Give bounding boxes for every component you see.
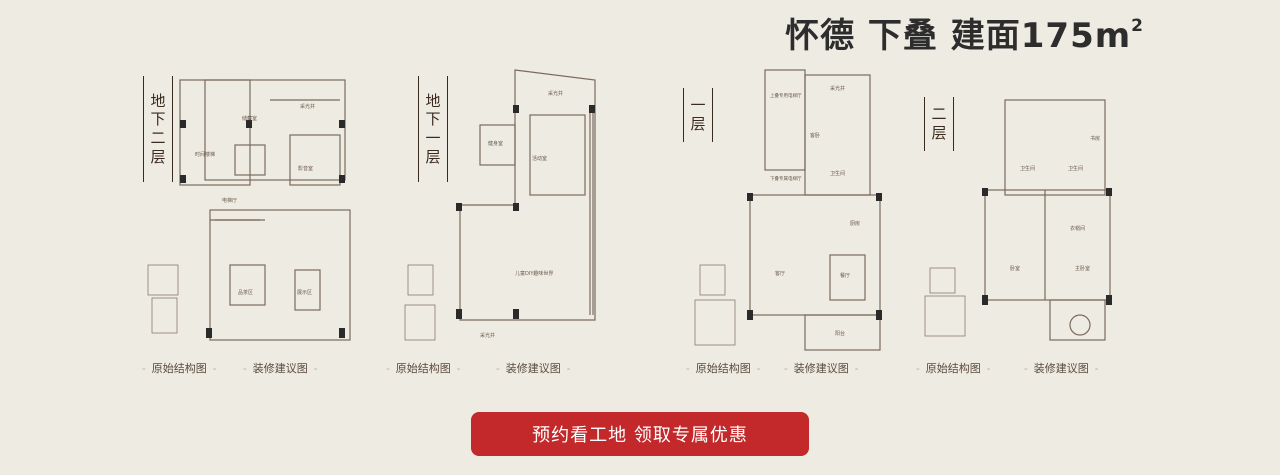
room-label: 卫生间 xyxy=(830,170,845,177)
room-label: 采光井 xyxy=(548,90,563,97)
room-label: 餐厅 xyxy=(840,272,850,279)
caption-original-f1: -原始结构图- xyxy=(686,362,761,375)
room-label: 阳台 xyxy=(835,330,845,337)
room-label: 时间楼梯 xyxy=(195,151,215,158)
room-label: 采光井 xyxy=(480,332,495,339)
room-label: 卫生间 xyxy=(1020,165,1035,172)
room-label: 厨房 xyxy=(850,220,860,227)
caption-original-f2: -原始结构图- xyxy=(916,362,991,375)
room-label: 下叠专属电梯厅 xyxy=(770,175,802,182)
caption-proposal-b1: -装修建议图- xyxy=(496,362,571,375)
room-label: 品茶区 xyxy=(238,289,253,296)
caption-proposal-b2: -装修建议图- xyxy=(243,362,318,375)
floorplan-b1: 采光井 健身室 活动室 儿童DIY趣味世界 采光井 xyxy=(404,69,596,341)
room-label: 衣帽间 xyxy=(1070,225,1085,232)
room-label: 采光井 xyxy=(830,85,845,92)
room-label: 儿童DIY趣味世界 xyxy=(515,270,553,277)
caption-proposal-f2: -装修建议图- xyxy=(1024,362,1099,375)
floorplan-f1: 采光井 上叠专用电梯厅 客卧 卫生间 厨房 客厅 餐厅 阳台 下叠专属电梯厅 xyxy=(694,69,882,351)
room-label: 活动室 xyxy=(532,155,547,162)
room-label: 展示区 xyxy=(297,290,312,296)
floor-label-f2: 二层 xyxy=(924,97,954,151)
floor-label-f1: 一层 xyxy=(683,88,713,142)
room-label: 上叠专用电梯厅 xyxy=(770,92,802,99)
room-label: 影音室 xyxy=(298,165,313,172)
room-label: 客厅 xyxy=(775,270,785,277)
book-visit-label: 预约看工地 领取专属优惠 xyxy=(532,425,748,446)
floorplan-f2: 书房 卫生间 卫生间 衣帽间 卧室 主卧室 xyxy=(924,99,1112,341)
room-label: 主卧室 xyxy=(1075,265,1090,272)
caption-original-b1: -原始结构图- xyxy=(386,362,461,375)
page-title: 怀德 下叠 建面175m2 xyxy=(785,15,1144,56)
room-label: 卧室 xyxy=(1010,265,1020,272)
room-label: 电梯厅 xyxy=(222,197,237,204)
room-label: 卫生间 xyxy=(1068,165,1083,172)
floorplan-b2: 采光井 储藏室 影音室 时间楼梯 电梯厅 品茶区 展示区 xyxy=(147,79,351,341)
room-label: 储藏室 xyxy=(242,115,257,122)
book-visit-button[interactable]: 预约看工地 领取专属优惠 xyxy=(471,412,809,456)
room-label: 客卧 xyxy=(810,132,820,139)
caption-proposal-f1: -装修建议图- xyxy=(784,362,859,375)
floor-label-b2: 地下二层 xyxy=(143,76,173,182)
room-label: 书房 xyxy=(1090,135,1100,142)
room-label: 健身室 xyxy=(488,140,503,147)
room-label: 采光井 xyxy=(300,103,315,110)
caption-original-b2: -原始结构图- xyxy=(142,362,217,375)
floor-label-b1: 地下一层 xyxy=(418,76,448,182)
